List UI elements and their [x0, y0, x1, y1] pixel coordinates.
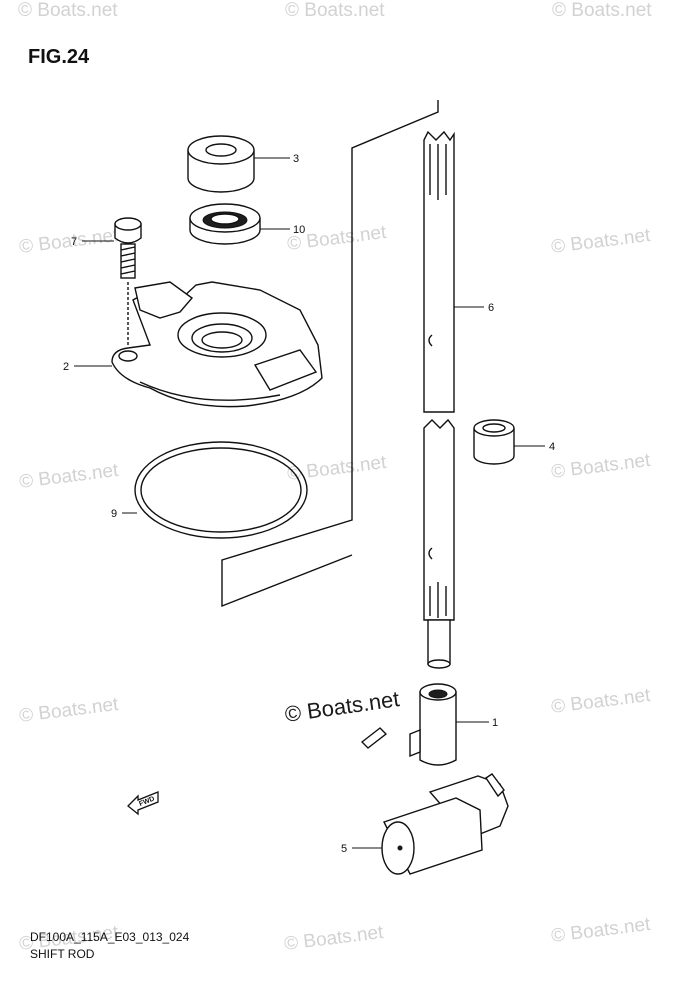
- part-3-bushing: [187, 135, 255, 193]
- figure-title: FIG.24: [28, 46, 90, 68]
- part-6-shift-rod: [423, 130, 455, 669]
- watermark: © Boats.net: [286, 452, 388, 485]
- forward-arrow-icon: FWD: [127, 791, 159, 816]
- watermark: © Boats.net: [550, 685, 652, 718]
- callout-3: 3: [293, 153, 299, 165]
- figure-caption: SHIFT ROD: [30, 947, 95, 961]
- callout-7: 7: [71, 236, 77, 248]
- watermark: © Boats.net: [283, 922, 385, 955]
- watermark-layer: © Boats.net © Boats.net © Boats.net © Bo…: [18, 0, 652, 955]
- part-4-collar: [473, 419, 515, 465]
- callout-4: 4: [549, 441, 555, 453]
- callout-6: 6: [488, 302, 494, 314]
- part-5-shifter: [381, 773, 509, 875]
- part-2-case-plate: [111, 281, 323, 408]
- watermark: © Boats.net: [18, 460, 120, 493]
- part-10-oil-seal: [189, 203, 261, 245]
- watermark: © Boats.net: [18, 0, 118, 21]
- part-7-bolt: [114, 217, 142, 345]
- watermark: © Boats.net: [550, 225, 652, 258]
- callout-9: 9: [111, 508, 117, 520]
- part-9-o-ring: [134, 441, 308, 539]
- featured-watermark: © Boats.net: [283, 686, 401, 727]
- figure-code: DF100A_115A_E03_013_024: [30, 930, 190, 944]
- callout-2: 2: [63, 361, 69, 373]
- part-1-shift-block: [360, 683, 457, 766]
- watermark: © Boats.net: [550, 914, 652, 947]
- assembly-bracket: [221, 100, 439, 608]
- watermark: © Boats.net: [550, 450, 652, 483]
- watermark: © Boats.net: [18, 694, 120, 727]
- callout-1: 1: [492, 717, 498, 729]
- leader-lines: [74, 157, 545, 849]
- callout-5: 5: [341, 843, 347, 855]
- callout-10: 10: [293, 224, 305, 236]
- watermark: © Boats.net: [285, 0, 385, 21]
- watermark: © Boats.net: [552, 0, 652, 21]
